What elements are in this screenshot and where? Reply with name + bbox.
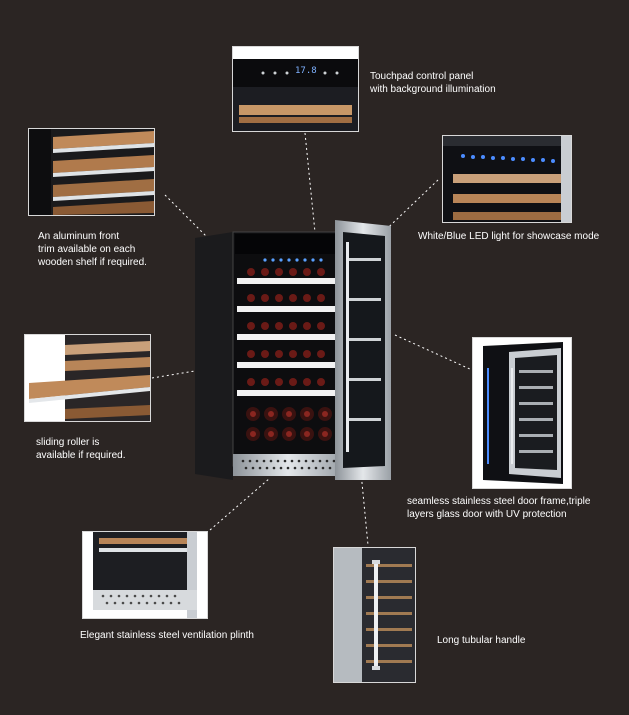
- thumb-led-light: [442, 135, 572, 223]
- tubular-handle-illustration: [334, 548, 415, 682]
- wine-cooler-main-image: [195, 218, 395, 486]
- thumb-ventilation-plinth: [82, 531, 208, 619]
- door-frame-illustration: [473, 338, 571, 488]
- touchpad-panel-illustration: [233, 47, 358, 131]
- caption-handle: Long tubular handle: [437, 635, 526, 646]
- aluminum-trim-illustration: [29, 129, 154, 215]
- thumb-door-frame: [472, 337, 572, 489]
- caption-trim: An aluminum front trim available on each…: [38, 231, 147, 268]
- leader-door: [394, 334, 473, 371]
- display-readout: 17.8: [295, 66, 317, 76]
- ventilation-plinth-illustration: [83, 532, 207, 618]
- sliding-roller-illustration: [25, 335, 150, 421]
- caption-touchpad: Touchpad control panel with background i…: [370, 71, 496, 95]
- caption-door: seamless stainless steel door frame,trip…: [407, 496, 591, 520]
- caption-roller: sliding roller is available if required.: [36, 437, 126, 461]
- thumb-sliding-roller: [24, 334, 151, 422]
- caption-plinth: Elegant stainless steel ventilation plin…: [80, 630, 254, 641]
- thumb-tubular-handle: [333, 547, 416, 683]
- thumb-touchpad-panel: 17.8: [232, 46, 359, 132]
- thumb-aluminum-trim: [28, 128, 155, 216]
- wine-cooler-illustration: [195, 220, 391, 480]
- caption-led: White/Blue LED light for showcase mode: [418, 231, 600, 242]
- led-light-illustration: [443, 136, 571, 222]
